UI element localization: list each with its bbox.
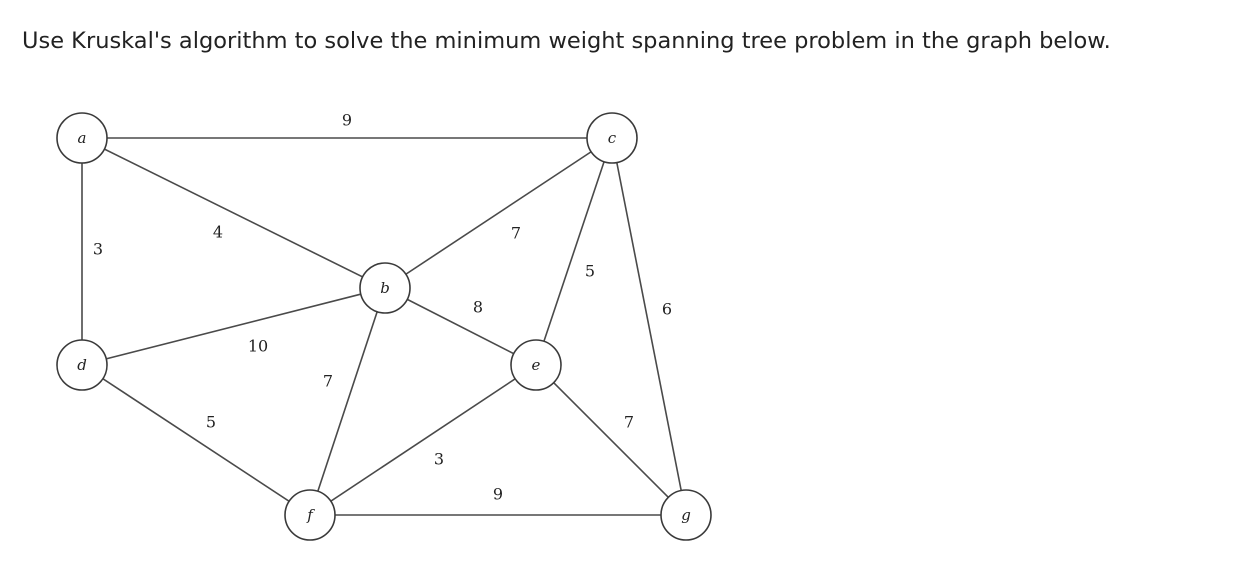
edge-e-g [535,364,687,516]
edge-weight-e-g: 7 [624,413,634,432]
edge-c-g [611,137,687,516]
node-circle-g [660,489,712,541]
node-circle-e [510,339,562,391]
edge-weight-c-g: 6 [662,300,672,319]
node-circle-d [56,339,108,391]
node-label-e: e [532,356,541,374]
edge-weight-a-d: 3 [93,240,103,259]
edge-b-c [384,137,613,289]
node-b: b [359,262,411,314]
node-e: e [510,339,562,391]
node-g: g [660,489,712,541]
edge-e-f [309,364,537,516]
node-circle-c [586,112,638,164]
edge-d-b [81,287,386,366]
edge-weight-a-c: 9 [342,111,352,130]
node-c: c [586,112,638,164]
edge-weight-f-g: 9 [493,485,503,504]
edge-weight-d-b: 10 [248,337,268,356]
node-label-b: b [380,279,390,297]
node-circle-a [56,112,108,164]
node-label-d: d [77,356,87,374]
node-f: f [284,489,336,541]
edge-weight-b-f: 7 [323,372,333,391]
weights-layer: 9 3 4 7 8 5 6 10 7 5 3 7 9 [93,111,672,504]
edge-weight-e-f: 3 [434,450,444,469]
edge-b-f [309,287,386,516]
node-circle-f [284,489,336,541]
nodes-layer: a b c d e f g [56,112,712,541]
edges-layer [81,137,687,516]
edge-weight-b-e: 8 [473,298,483,317]
edge-c-e [535,137,613,366]
node-label-c: c [608,129,617,147]
edge-a-b [81,137,386,289]
edge-weight-c-e: 5 [585,262,595,281]
node-d: d [56,339,108,391]
node-label-a: a [78,129,87,147]
edge-weight-b-c: 7 [511,224,521,243]
node-a: a [56,112,108,164]
edge-b-e [384,287,537,366]
question-text: Use Kruskal's algorithm to solve the min… [22,28,1111,54]
node-label-f: f [306,506,315,524]
edge-weight-d-f: 5 [206,413,216,432]
node-circle-b [359,262,411,314]
edge-weight-a-b: 4 [213,223,223,242]
node-label-g: g [681,506,691,524]
edge-d-f [81,364,311,516]
